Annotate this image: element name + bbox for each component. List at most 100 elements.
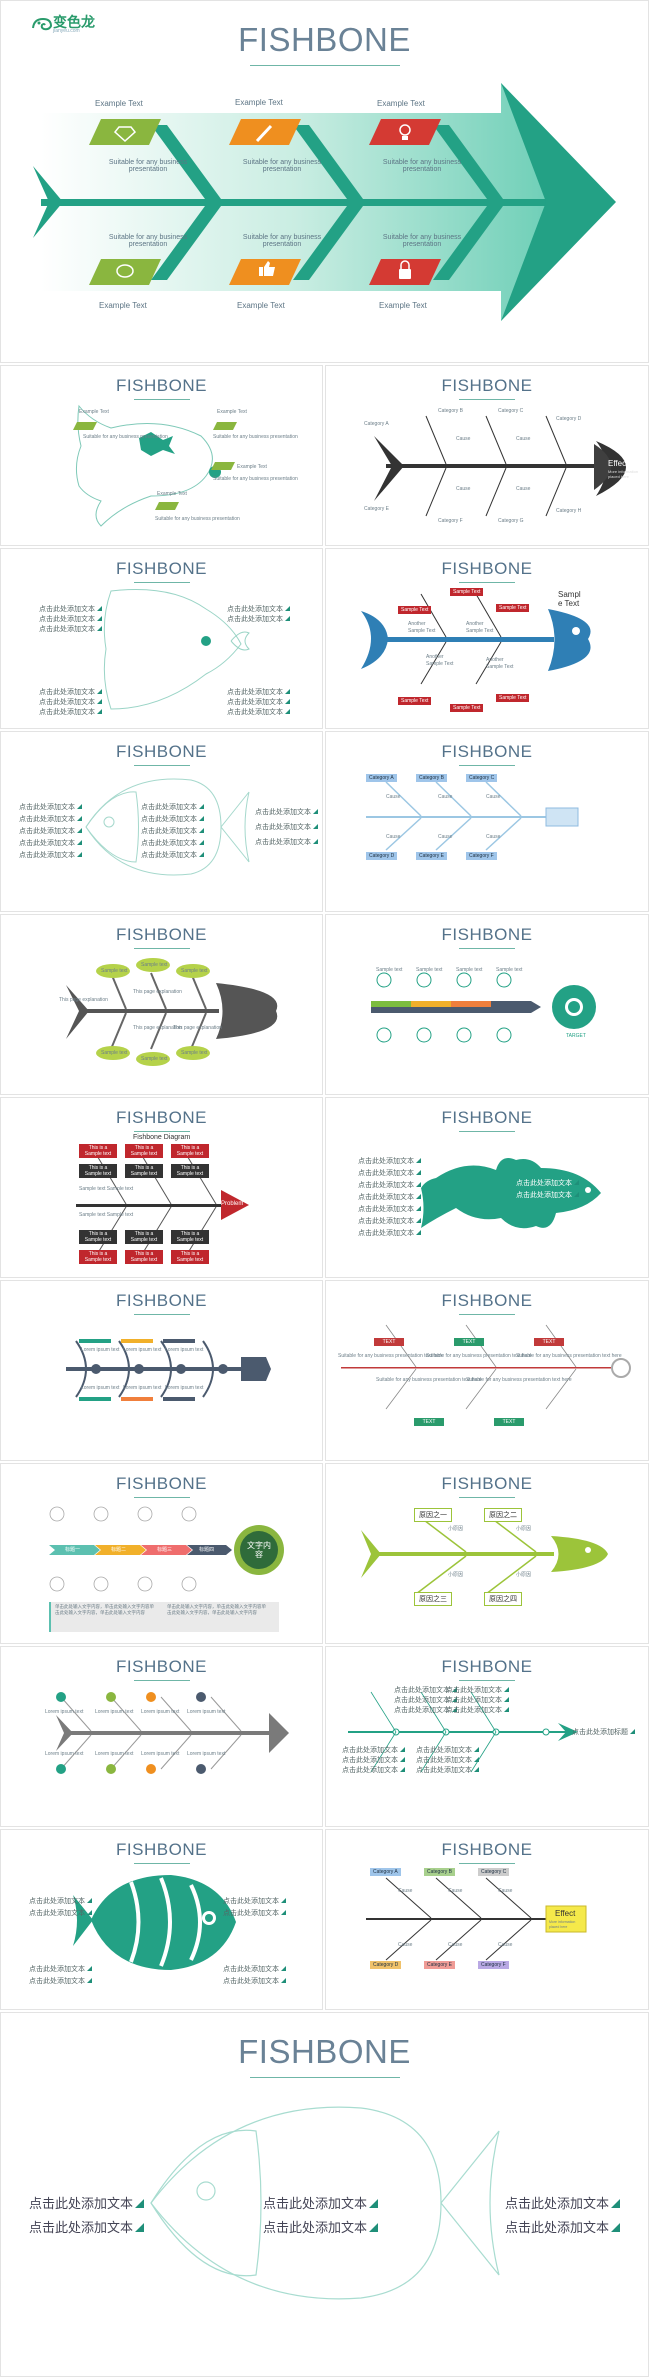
s4-text: 点击此处添加文本 xyxy=(39,697,102,707)
s17-text: 点击此处添加文本 xyxy=(342,1755,405,1765)
s6-text: 点击此处添加文本 xyxy=(19,850,82,860)
s8-sample: Sample text xyxy=(181,1050,208,1056)
s7-category-f: Category F xyxy=(466,852,497,860)
s12-text: Lorem ipsum text xyxy=(123,1347,162,1353)
slide-15: FISHBONE 原因之一 原因之二 原因之三 原因之四 小原因 小原因 小原因… xyxy=(325,1463,649,1644)
s3-cause: Cause xyxy=(516,486,531,492)
s10-box: This is a Sample text xyxy=(171,1144,209,1158)
s13-desc: Suitable for any business presentation t… xyxy=(376,1377,482,1383)
s8-expl: This page explanation xyxy=(173,1025,222,1031)
s18-text: 点击此处添加文本 xyxy=(223,1976,286,1986)
s10-small: Sample text Sample text xyxy=(79,1186,134,1192)
s20-text: 点击此处添加文本 xyxy=(505,2193,620,2212)
s6-text: 点击此处添加文本 xyxy=(19,802,82,812)
s6-text: 点击此处添加文本 xyxy=(19,814,82,824)
red-black-fishbone-graphic xyxy=(76,1153,249,1257)
s7-cause: Cause xyxy=(486,834,501,840)
s10-box: This is a Sample text xyxy=(125,1250,163,1264)
s6-text: 点击此处添加文本 xyxy=(255,822,318,832)
s17-text: 点击此处添加文本 xyxy=(446,1685,509,1695)
slide-title: FISHBONE xyxy=(1,1840,322,1864)
s20-text: 点击此处添加文本 xyxy=(29,2217,144,2236)
s12-text: Lorem ipsum text xyxy=(165,1385,204,1391)
s10-box: This is a Sample text xyxy=(79,1230,117,1244)
slide-title: FISHBONE xyxy=(326,1108,648,1132)
s5-another: Another Sample Text xyxy=(486,657,514,670)
s17-text: 点击此处添加文本 xyxy=(416,1755,479,1765)
hero-top-label-3: Example Text xyxy=(377,99,425,108)
s19-category-c: Category C xyxy=(478,1868,510,1876)
grey-arrow-fishbone-graphic xyxy=(56,1692,289,1774)
s19-category-d: Category D xyxy=(370,1961,402,1969)
s9-label: Sample text xyxy=(456,967,483,973)
hero-fishbone-graphic xyxy=(33,83,616,321)
slide-title: FISHBONE xyxy=(326,1657,648,1681)
s3-category-f: Category F xyxy=(438,518,463,524)
s16-text: Lorem ipsum text xyxy=(95,1709,134,1715)
teal-line-fishbone-graphic xyxy=(348,1691,578,1773)
slide-5: FISHBONE Sample Text Sample Text Sample … xyxy=(325,548,649,729)
s14-desc: 单击此处输入文字内容，单击此处输入文字内容单击此处输入文字内容，单击此处输入文字… xyxy=(55,1604,154,1615)
s3-cause: Cause xyxy=(456,486,471,492)
s4-text: 点击此处添加文本 xyxy=(39,604,102,614)
s11-text: 点击此处添加文本 xyxy=(358,1180,421,1190)
slide-title: FISHBONE xyxy=(326,376,648,400)
s11-text: 点击此处添加文本 xyxy=(516,1178,579,1188)
s2-desc-1: Suitable for any business presentation xyxy=(83,434,168,440)
s17-text: 点击此处添加文本 xyxy=(342,1745,405,1755)
s6-text: 点击此处添加文本 xyxy=(141,826,204,836)
s15-small: 小原因 xyxy=(448,1572,464,1578)
s19-effect: Effect xyxy=(555,1909,576,1918)
s5-another: Another Sample Text xyxy=(426,654,454,667)
slide-4: FISHBONE 点击此处添加文本 点击此处添加文本 点击此处添加文本 点击此处… xyxy=(0,548,323,729)
s4-text: 点击此处添加文本 xyxy=(227,687,290,697)
speech-bubble-icon xyxy=(116,264,134,278)
s5-sample: Sample Text xyxy=(398,606,432,614)
s5-sample: Sample Text xyxy=(450,704,484,712)
s19-cause: Cause xyxy=(398,1888,413,1894)
s19-category-e: Category E xyxy=(424,1961,456,1969)
hero-bottom-label-3: Example Text xyxy=(379,301,427,310)
s14-label-2: 标题二 xyxy=(111,1547,127,1553)
s4-text: 点击此处添加文本 xyxy=(39,687,102,697)
s8-sample: Sample text xyxy=(101,1050,128,1056)
s7-category-e: Category E xyxy=(416,852,448,860)
s8-expl: This page explanation xyxy=(133,1025,182,1031)
slide-title: FISHBONE xyxy=(326,925,648,949)
s10-box: This is a Sample text xyxy=(79,1144,117,1158)
s10-box: This is a Sample text xyxy=(171,1250,209,1264)
hero-top-label-2: Example Text xyxy=(235,98,283,107)
s10-box: This is a Sample text xyxy=(79,1250,117,1264)
s3-category-b: Category B xyxy=(438,408,464,414)
s7-cause: Cause xyxy=(486,794,501,800)
s18-text: 点击此处添加文本 xyxy=(29,1908,92,1918)
hero-desc-2: Suitable for any business presentation xyxy=(242,159,322,173)
s3-effect: Effect xyxy=(608,459,629,468)
s16-text: Lorem ipsum text xyxy=(45,1751,84,1757)
slide-14: FISHBONE 标题一 标题二 标题三 标题四 文字内容 单击此处输入文字内容… xyxy=(0,1463,323,1644)
slide-10: FISHBONE Fishbone Diagram This is a Samp… xyxy=(0,1097,323,1278)
slide-8: FISHBONE Sample text Sample text Sample … xyxy=(0,914,323,1095)
slide-title: FISHBONE xyxy=(326,1291,648,1315)
s4-text: 点击此处添加文本 xyxy=(227,697,290,707)
s17-text: 点击此处添加文本 xyxy=(394,1685,457,1695)
lightbulb-icon xyxy=(399,124,411,140)
s13-desc: Suitable for any business presentation t… xyxy=(516,1353,622,1359)
s13-text: TEXT xyxy=(494,1418,524,1426)
s13-text: TEXT xyxy=(454,1338,484,1346)
s3-category-a: Category A xyxy=(364,421,389,427)
s8-sample: Sample text xyxy=(141,962,168,968)
s18-text: 点击此处添加文本 xyxy=(29,1964,92,1974)
s16-text: Lorem ipsum text xyxy=(45,1709,84,1715)
s6-text: 点击此处添加文本 xyxy=(141,838,204,848)
slide-title: FISHBONE xyxy=(1,1108,322,1132)
s7-category-c: Category C xyxy=(466,774,498,782)
s9-label: Sample text xyxy=(376,967,403,973)
dark-fishbone-graphic xyxy=(374,415,626,517)
s13-text: TEXT xyxy=(374,1338,404,1346)
slide-16: FISHBONE Lorem ipsum text Lorem ipsum te… xyxy=(0,1646,323,1827)
s11-text: 点击此处添加文本 xyxy=(358,1192,421,1202)
s17-text: 点击此处添加文本 xyxy=(342,1765,405,1775)
slide-13: FISHBONE TEXT TEXT TEXT TEXT TEXT Suitab… xyxy=(325,1280,649,1461)
s4-text: 点击此处添加文本 xyxy=(227,614,290,624)
